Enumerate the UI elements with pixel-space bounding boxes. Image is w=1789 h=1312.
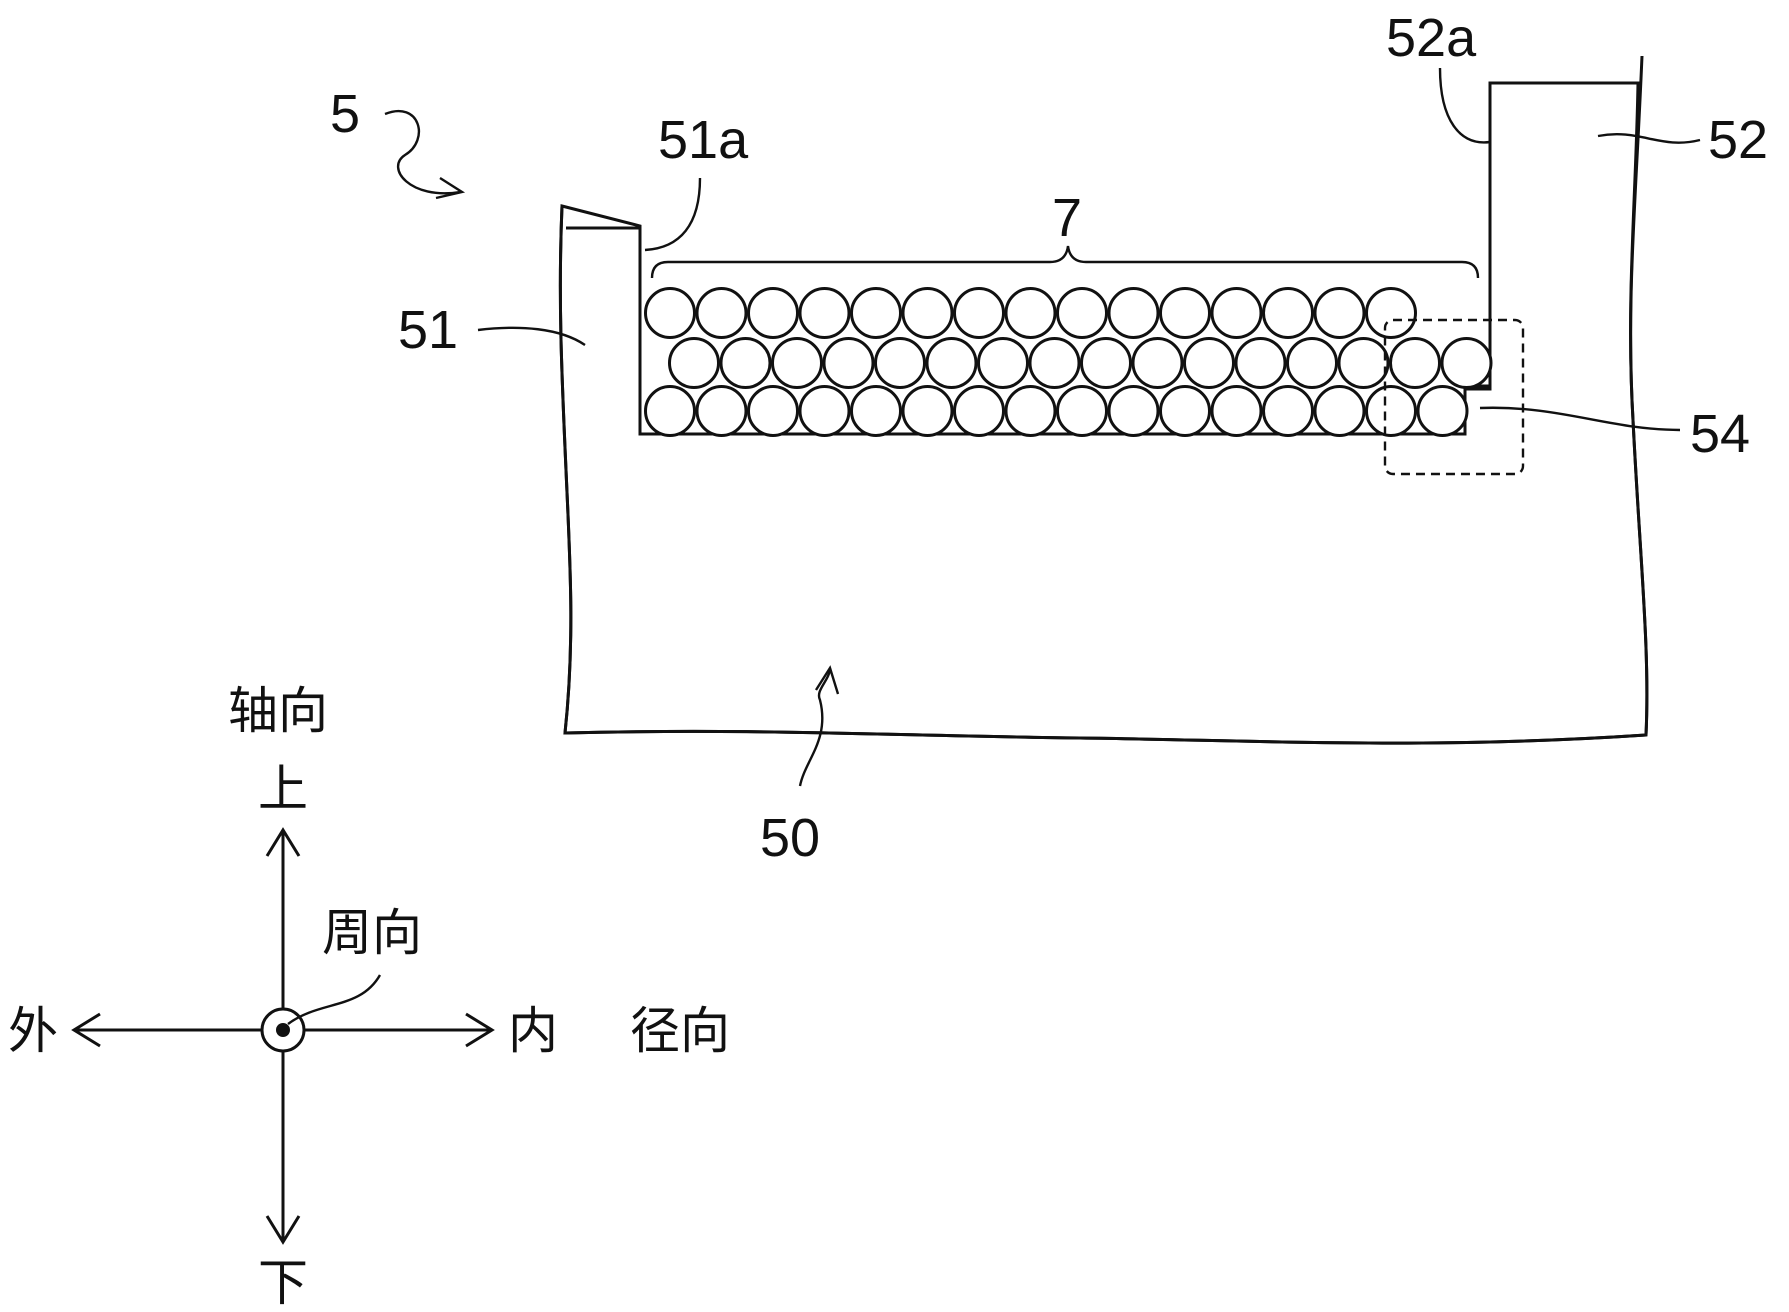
conductor-wire bbox=[1159, 287, 1211, 339]
label-axial: 轴向 bbox=[228, 682, 328, 740]
detail-region-box bbox=[1383, 318, 1525, 476]
label-51a: 51a bbox=[658, 110, 749, 170]
label-down: 下 bbox=[258, 1254, 308, 1312]
conductor-wire bbox=[1416, 385, 1469, 437]
arrowhead-50 bbox=[814, 665, 840, 695]
label-inner: 内 bbox=[508, 1002, 558, 1060]
conductor-wire bbox=[874, 337, 926, 389]
conductor-wire bbox=[719, 337, 772, 389]
conductor-wire bbox=[850, 385, 902, 437]
leader-54 bbox=[1479, 406, 1681, 432]
conductor-wire bbox=[1286, 337, 1338, 389]
conductor-wire bbox=[977, 337, 1029, 389]
label-52a: 52a bbox=[1386, 8, 1477, 68]
conductor-wire bbox=[695, 287, 748, 339]
conductor-wire bbox=[668, 337, 720, 389]
conductor-wire bbox=[1159, 385, 1211, 437]
conductor-wire bbox=[822, 337, 875, 389]
conductor-wire bbox=[953, 385, 1005, 437]
conductor-wire bbox=[644, 385, 696, 437]
conductor-wire bbox=[1131, 337, 1184, 389]
out-of-plane-dot bbox=[276, 1023, 290, 1037]
conductor-bundle bbox=[644, 287, 1493, 437]
leader-51 bbox=[477, 326, 586, 346]
label-outer: 外 bbox=[8, 1002, 58, 1060]
leader-51a bbox=[644, 177, 702, 252]
conductor-wire bbox=[1107, 287, 1160, 339]
label-52: 52 bbox=[1708, 110, 1768, 170]
conductor-wire bbox=[850, 287, 902, 339]
leader-circumferential bbox=[287, 974, 382, 1025]
arrow-left-icon bbox=[71, 1012, 101, 1048]
conductor-wire bbox=[747, 287, 799, 339]
conductor-wire bbox=[901, 385, 954, 437]
conductor-wire bbox=[1313, 287, 1366, 339]
conductor-wire bbox=[1365, 385, 1417, 437]
label-51: 51 bbox=[398, 300, 458, 360]
conductor-wire bbox=[798, 287, 851, 339]
label-50: 50 bbox=[760, 808, 820, 868]
conductor-wire bbox=[1210, 385, 1263, 437]
conductor-wire bbox=[1004, 385, 1057, 437]
label-up: 上 bbox=[258, 760, 308, 818]
conductor-wire bbox=[1365, 287, 1417, 339]
conductor-wire bbox=[1056, 287, 1108, 339]
arrow-up-icon bbox=[265, 827, 301, 857]
body-bottom-edge bbox=[564, 729, 1647, 745]
arrow-right-icon bbox=[465, 1012, 495, 1048]
conductor-wire bbox=[1080, 337, 1132, 389]
leader-50 bbox=[798, 667, 832, 787]
label-5: 5 bbox=[330, 84, 360, 144]
conductor-wire bbox=[953, 287, 1005, 339]
conductor-wire bbox=[1337, 337, 1390, 389]
conductor-wire bbox=[695, 385, 748, 437]
arrow-down-icon bbox=[265, 1215, 301, 1245]
body-right-edge bbox=[1629, 55, 1649, 736]
leader-5 bbox=[384, 110, 461, 195]
conductor-wire bbox=[1313, 385, 1366, 437]
conductor-wire bbox=[1262, 287, 1314, 339]
conductor-wire bbox=[1262, 385, 1314, 437]
conductor-wire bbox=[1210, 287, 1263, 339]
conductor-wire bbox=[1004, 287, 1057, 339]
conductor-wire bbox=[1389, 337, 1441, 389]
label-radial: 径向 bbox=[630, 1002, 730, 1060]
arrowhead-5 bbox=[435, 176, 466, 200]
conductor-wire bbox=[1028, 337, 1081, 389]
conductor-wire bbox=[771, 337, 823, 389]
conductor-wire bbox=[1234, 337, 1287, 389]
conductor-wire bbox=[901, 287, 954, 339]
left-wall-top-edge bbox=[566, 226, 642, 434]
leader-52a bbox=[1438, 67, 1491, 144]
body-left-edge bbox=[558, 205, 573, 734]
label-54: 54 bbox=[1690, 404, 1750, 464]
bundle-brace bbox=[650, 245, 1480, 279]
conductor-wire bbox=[798, 385, 851, 437]
conductor-wire bbox=[644, 287, 696, 339]
conductor-wire bbox=[1440, 337, 1493, 389]
conductor-wire bbox=[1183, 337, 1235, 389]
leader-52 bbox=[1597, 133, 1701, 144]
label-circumferential: 周向 bbox=[322, 904, 422, 962]
conductor-wire bbox=[1056, 385, 1108, 437]
label-7: 7 bbox=[1052, 188, 1082, 248]
conductor-wire bbox=[747, 385, 799, 437]
conductor-wire bbox=[925, 337, 978, 389]
conductor-wire bbox=[1107, 385, 1160, 437]
